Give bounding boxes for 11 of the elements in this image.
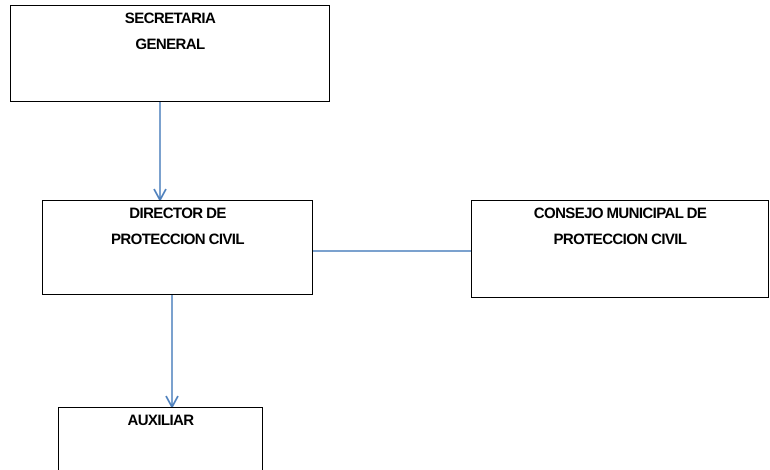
arrow — [165, 295, 179, 408]
box-title: AUXILIAR — [126, 411, 195, 431]
org-box — [471, 200, 769, 298]
org-box — [58, 407, 263, 470]
connector-line — [313, 250, 471, 252]
arrow — [153, 102, 167, 201]
box-title: SECRETARIA GENERAL — [124, 9, 216, 55]
box-title: CONSEJO MUNICIPAL DE PROTECCION CIVIL — [532, 204, 708, 250]
org-box — [42, 200, 313, 295]
box-title: DIRECTOR DE PROTECCION CIVIL — [110, 204, 246, 250]
org-box — [10, 5, 330, 102]
